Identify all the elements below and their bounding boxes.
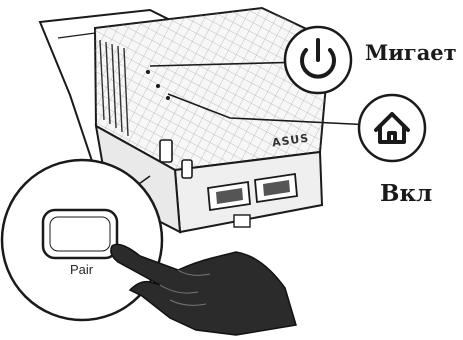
on-label: Вкл (380, 180, 433, 207)
reset-button (181, 159, 193, 179)
blink-label: Мигает (365, 40, 457, 65)
home-callout (357, 93, 427, 163)
pair-button-on-device (159, 139, 173, 163)
pair-label: Pair (70, 262, 94, 277)
ethernet-port-icon (207, 172, 298, 212)
pair-button (41, 208, 119, 260)
pointing-hand-icon (110, 243, 297, 336)
power-icon (300, 38, 336, 79)
home-icon (374, 112, 410, 144)
